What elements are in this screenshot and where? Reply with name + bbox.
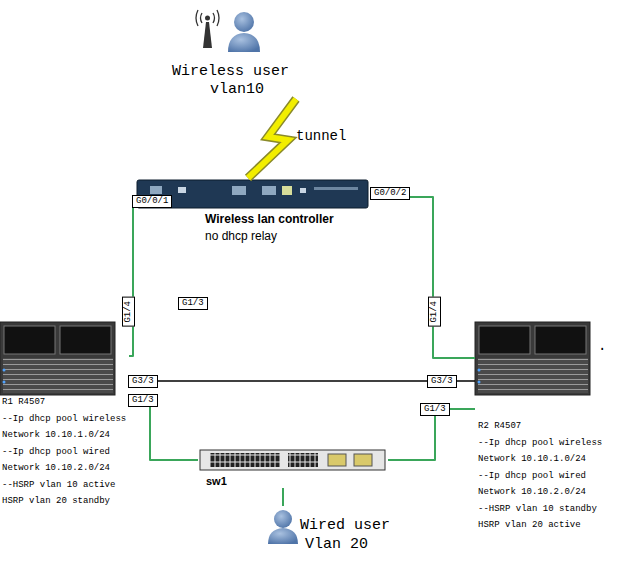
node-text: --Ip dhcp pool wireless xyxy=(2,411,129,428)
link-line xyxy=(129,400,198,460)
controller-node: Wireless lan controllerno dhcp relay xyxy=(133,178,370,245)
link-line xyxy=(370,197,475,358)
router-node: R2 R4507--Ip dhcp pool wirelessNetwork 1… xyxy=(475,322,635,534)
port-label: G3/3 xyxy=(128,375,158,388)
router-node: R1 R4507--Ip dhcp pool wirelessNetwork 1… xyxy=(0,322,129,510)
user-icon xyxy=(228,12,260,52)
router-chassis xyxy=(475,322,590,395)
port-label: G1/4 xyxy=(122,297,135,327)
port-label: G3/3 xyxy=(427,375,457,388)
node-text: Network 10.10.2.0/24 xyxy=(2,460,129,477)
antenna-icon xyxy=(196,10,219,48)
node-title: R2 R4507 xyxy=(478,418,635,435)
port-label: G0/0/1 xyxy=(132,195,172,208)
node-text: HSRP vlan 20 standby xyxy=(2,493,129,510)
port-label: G1/3 xyxy=(178,297,208,310)
tunnel-bolt xyxy=(248,99,296,178)
port-label: G1/4 xyxy=(428,297,441,327)
switch-device xyxy=(200,450,385,470)
link-line xyxy=(129,381,475,382)
user-icon xyxy=(268,510,298,544)
node-text: Vlan 20 xyxy=(300,535,406,554)
node-text: --HSRP vlan 10 standby xyxy=(478,501,635,518)
node-text: vlan10 xyxy=(172,81,300,99)
mark-text: . xyxy=(598,338,606,354)
user-node: Wireless uservlan10 xyxy=(170,8,300,99)
node-text: no dhcp relay xyxy=(205,228,370,245)
edge-label: tunnel xyxy=(296,128,346,144)
node-text: HSRP vlan 20 active xyxy=(478,517,635,534)
router-chassis xyxy=(0,322,115,395)
port-label: G1/3 xyxy=(128,394,158,407)
port-label: G1/3 xyxy=(420,403,450,416)
node-title: Wireless lan controller xyxy=(205,211,370,228)
node-text: --Ip dhcp pool wired xyxy=(478,468,635,485)
node-text: --HSRP vlan 10 active xyxy=(2,477,129,494)
node-title: Wireless user xyxy=(172,63,300,81)
node-text: Network 10.10.1.0/24 xyxy=(2,427,129,444)
node-title: Wired user xyxy=(300,516,406,535)
node-text: --Ip dhcp pool wired xyxy=(2,444,129,461)
node-text: --Ip dhcp pool wireless xyxy=(478,435,635,452)
link-line xyxy=(283,488,284,506)
node-title: R1 R4507 xyxy=(2,394,129,411)
switch-node: sw1 xyxy=(198,448,388,488)
link-line xyxy=(388,409,475,460)
node-text: Network 10.10.2.0/24 xyxy=(478,484,635,501)
link-line xyxy=(129,200,133,356)
user-node: Wired userVlan 20 xyxy=(266,506,406,554)
node-text: Network 10.10.1.0/24 xyxy=(478,451,635,468)
node-title: sw1 xyxy=(206,474,388,488)
port-label: G0/0/2 xyxy=(370,187,410,200)
